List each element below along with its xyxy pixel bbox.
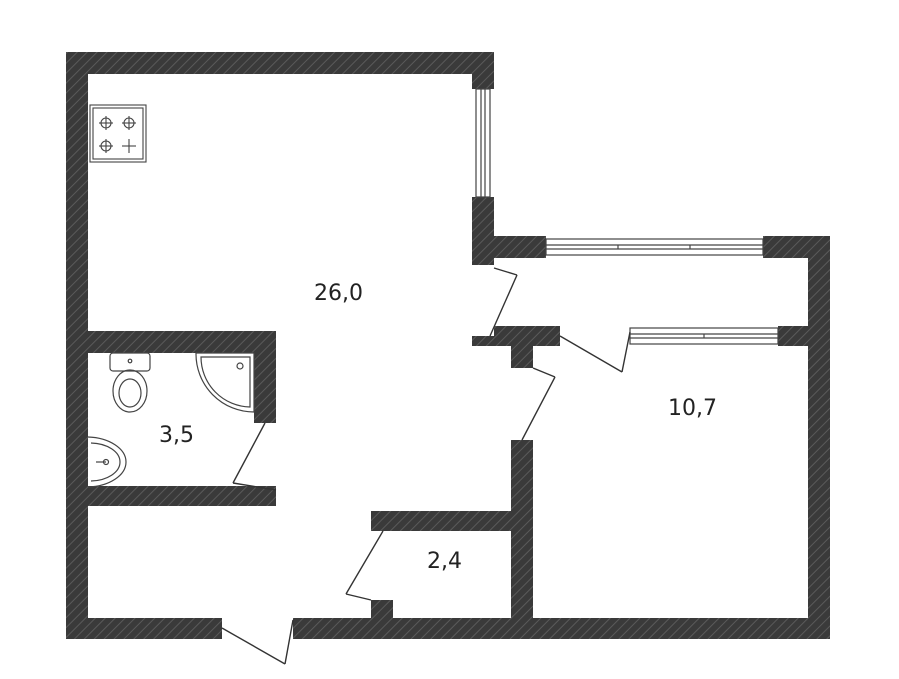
room-area-bedroom: 10,7	[668, 396, 717, 421]
wall-bottom-left	[66, 618, 222, 639]
window-balcony	[545, 238, 764, 256]
windows	[475, 88, 779, 345]
wall-bathroom-top	[88, 331, 276, 353]
wall-balcony-top-left	[472, 236, 546, 258]
door-entrance	[221, 619, 294, 665]
door-storage	[345, 530, 384, 601]
stove-icon	[89, 104, 147, 163]
wall-right	[808, 236, 830, 639]
window-main-right	[475, 88, 491, 198]
wall-bottom-right	[293, 618, 830, 639]
walls	[66, 52, 830, 639]
sink-icon	[87, 436, 127, 488]
room-area-main: 26,0	[314, 281, 363, 306]
door-bathroom	[232, 422, 277, 491]
wall-storage-stub	[371, 600, 393, 618]
door-balcony	[489, 267, 518, 337]
toilet-icon	[109, 352, 151, 413]
door-main-bedroom	[521, 367, 556, 441]
window-bedroom	[629, 327, 779, 345]
wall-bedroom-top-right	[778, 326, 818, 346]
wall-left	[66, 52, 88, 639]
room-area-storage: 2,4	[427, 549, 462, 574]
wall-bathroom-right	[254, 331, 276, 423]
doors	[221, 267, 631, 665]
wall-stub	[472, 336, 494, 346]
shower-icon	[195, 352, 255, 413]
wall-top	[66, 52, 494, 74]
wall-main-right-upper	[472, 52, 494, 89]
wall-bathroom-bottom	[88, 486, 276, 506]
door-bedroom	[559, 331, 631, 373]
wall-storage-top	[371, 511, 533, 531]
wall-bedroom-top-left	[494, 326, 560, 346]
room-area-bathroom: 3,5	[159, 423, 194, 448]
wall-bedroom-post	[511, 346, 533, 368]
